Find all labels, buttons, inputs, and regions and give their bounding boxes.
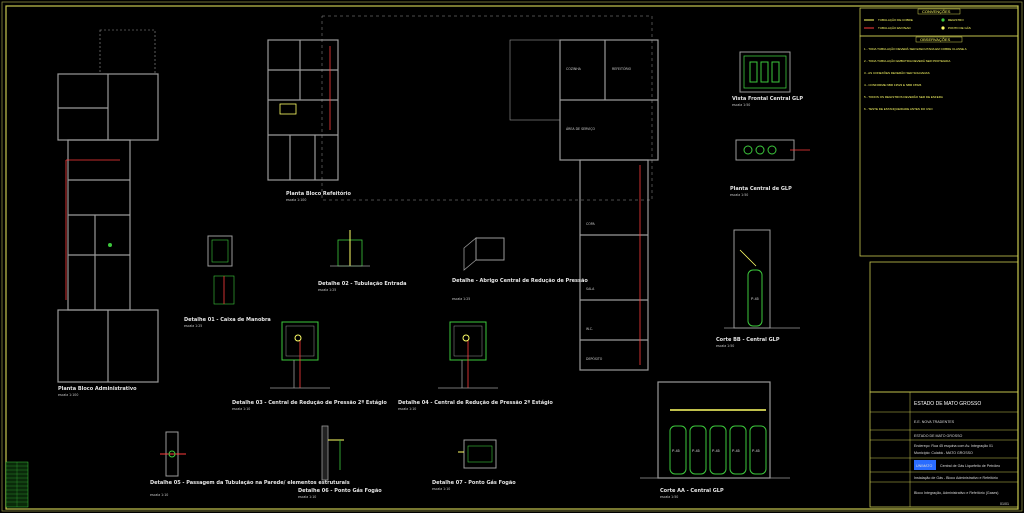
tb-address: Endereço: Rua 45 esquina com Av. Integra… bbox=[914, 444, 993, 448]
room-tag-deposito: DEPÓSITO bbox=[586, 356, 603, 361]
tb-city: Município: Cuiabá - MATO GROSSO bbox=[914, 451, 973, 455]
section-bb-glp bbox=[724, 229, 800, 329]
front-view-glp bbox=[739, 51, 791, 93]
detail-04-regulator bbox=[438, 321, 498, 389]
section-aa-glp bbox=[640, 381, 790, 479]
legend-title: CONVENÇÕES bbox=[922, 9, 951, 14]
detail-04-scale: escala 1:10 bbox=[398, 407, 416, 411]
detail-05-scale: escala 1:10 bbox=[150, 493, 168, 497]
detail-03-scale: escala 1:10 bbox=[232, 407, 250, 411]
room-tag-copa: COPA bbox=[586, 222, 595, 226]
cylinder-aa-3: P-45 bbox=[712, 449, 720, 453]
room-tag-refeitorio: REFEITÓRIO bbox=[612, 66, 632, 71]
plan-kitchen-block bbox=[509, 39, 659, 371]
inner-frame bbox=[5, 5, 1019, 510]
legend-swatch-4 bbox=[941, 26, 945, 30]
detail-03-title: Detalhe 03 - Central de Redução de Press… bbox=[232, 399, 387, 406]
section-bb-title: Corte BB - Central GLP bbox=[716, 337, 780, 343]
central-plan-title: Planta Central de GLP bbox=[730, 186, 792, 192]
notes-title-frame bbox=[915, 36, 963, 43]
detail-05-title: Detalhe 05 - Passagem da Tubulação na Pa… bbox=[150, 480, 350, 486]
tb-footer: Bloco Integração, Administrativo e Refei… bbox=[914, 491, 999, 495]
front-view-title: Vista Frontal Central GLP bbox=[732, 96, 803, 102]
detail-06-scale: escala 1:10 bbox=[298, 495, 316, 499]
detail-03-regulator bbox=[270, 321, 330, 389]
detail-07-stove-point bbox=[458, 439, 497, 469]
detail-02-scale: escala 1:25 bbox=[318, 288, 336, 292]
detail-regulator-shelter bbox=[463, 237, 505, 271]
adm-plan-title: Planta Bloco Administrativo bbox=[58, 386, 137, 392]
section-bb-scale: escala 1:50 bbox=[716, 344, 734, 348]
legend-item-1: TUBULAÇÃO DE COBRE bbox=[878, 17, 913, 22]
legend-item-3: REGISTRO bbox=[948, 18, 964, 22]
notes-title: OBSERVAÇÕES bbox=[920, 37, 951, 42]
cylinder-aa-1: P-45 bbox=[672, 449, 680, 453]
section-aa-title: Corte AA - Central GLP bbox=[660, 488, 724, 494]
central-plan-scale: escala 1:50 bbox=[730, 193, 748, 197]
legend-swatch-3 bbox=[941, 18, 945, 22]
tb-owner: ESTADO DE MATO GROSSO bbox=[914, 434, 963, 438]
detail-01-title: Detalhe 01 - Caixa de Manobra bbox=[184, 317, 271, 323]
tb-school: E.E. NOVA TRADENTES bbox=[914, 420, 955, 424]
note-line-4: 4 - CONFORME NBR 13523 E NBR 15526 bbox=[864, 83, 922, 87]
legend-item-4: PONTO DE GÁS bbox=[948, 26, 971, 30]
detail-01-valve-box bbox=[207, 235, 235, 305]
notes-box bbox=[859, 35, 1019, 257]
detail-07-scale: escala 1:10 bbox=[432, 487, 450, 491]
note-line-3: 3 - AS CONEXÕES DEVERÃO SER SOLDADAS bbox=[864, 70, 930, 75]
room-tag-cozinha: COZINHA bbox=[566, 67, 582, 71]
room-tag-sala: SALA bbox=[586, 287, 595, 291]
cylinder-aa-5: P-45 bbox=[752, 449, 760, 453]
room-tag-wc: W.C. bbox=[586, 327, 593, 331]
left-scale-strip bbox=[5, 461, 29, 508]
section-aa-scale: escala 1:50 bbox=[660, 495, 678, 499]
tb-sheet: Instalação de Gás - Bloco Administrativo… bbox=[914, 476, 998, 480]
tb-state: ESTADO DE MATO GROSSO bbox=[914, 401, 981, 407]
aux-plan-scale: escala 1:100 bbox=[286, 198, 306, 202]
aux-plan-title: Planta Bloco Refeitório bbox=[286, 190, 351, 197]
tb-sheet-number: 01/01 bbox=[1000, 502, 1009, 506]
front-view-scale: escala 1:50 bbox=[732, 103, 750, 107]
detail-07-title: Detalhe 07 - Ponto Gás Fogão bbox=[432, 479, 516, 486]
plan-refectory-block bbox=[267, 15, 653, 201]
detail-05-wall-crossing bbox=[160, 431, 186, 477]
plan-administrative-block bbox=[57, 29, 159, 383]
cylinder-bb-label: P-45 bbox=[751, 297, 759, 301]
tb-project: Central de Gás Liquefeito de Petróleo bbox=[940, 464, 1000, 468]
note-line-2: 2 - TODA TUBULAÇÃO EMBUTIDA DEVERÁ SER P… bbox=[864, 58, 950, 63]
cylinder-aa-4: P-45 bbox=[732, 449, 740, 453]
detail-02-inlet-pipe bbox=[330, 230, 370, 267]
note-line-6: 6 - TESTE DE ESTANQUEIDADE ANTES DO USO bbox=[864, 107, 933, 111]
shelter-scale: escala 1:25 bbox=[452, 297, 470, 301]
cylinder-aa-2: P-45 bbox=[692, 449, 700, 453]
adm-plan-scale: escala 1:100 bbox=[58, 393, 78, 397]
tb-firm: UNIMATO bbox=[916, 464, 932, 468]
detail-02-title: Detalhe 02 - Tubulação Entrada bbox=[318, 281, 407, 287]
plan-central-glp bbox=[735, 139, 810, 161]
shelter-title: Detalhe - Abrigo Central de Redução de P… bbox=[452, 278, 588, 284]
detail-01-scale: escala 1:25 bbox=[184, 324, 202, 328]
room-tag-area-servico: ÁREA DE SERVIÇO bbox=[566, 126, 596, 131]
note-line-5: 5 - TODOS OS REGISTROS DEVERÃO SER DE ES… bbox=[864, 94, 943, 99]
note-line-1: 1 - TODA TUBULAÇÃO DEVERÁ SER EXECUTADA … bbox=[864, 46, 967, 51]
legend-item-2: TUBULAÇÃO EM PEAD bbox=[878, 25, 912, 30]
title-block bbox=[869, 261, 1019, 508]
detail-06-stove-point bbox=[321, 425, 344, 481]
detail-04-title: Detalhe 04 - Central de Redução de Press… bbox=[398, 399, 553, 406]
detail-06-title: Detalhe 06 - Ponto Gás Fogão bbox=[298, 487, 382, 494]
